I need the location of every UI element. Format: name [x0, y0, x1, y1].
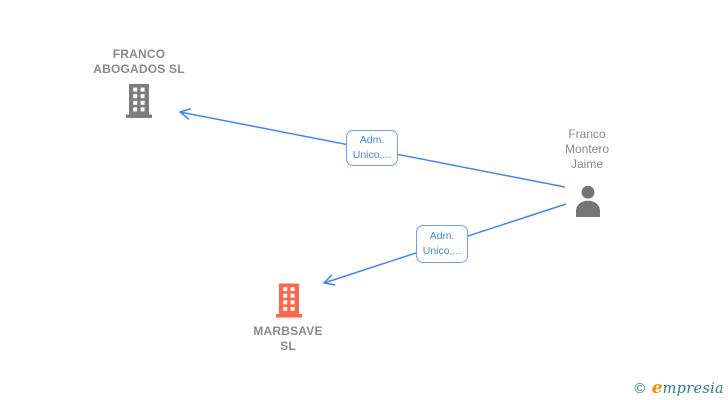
node-label-line: Montero	[564, 142, 610, 156]
empresia-logo-initial: e	[651, 378, 663, 398]
building-icon	[126, 84, 152, 118]
edge-label-line2: Unico,...	[352, 149, 392, 161]
node-label-marbsave: MARBSAVE SL	[208, 324, 368, 354]
edge-label-adm-unico-franco-abogados[interactable]: Adm. Unico,...	[346, 130, 398, 166]
node-label-line: MARBSAVE	[253, 324, 323, 338]
user-icon	[576, 185, 600, 217]
empresia-logo-text: mpresia	[662, 381, 724, 397]
edge-label-line1: Adm.	[429, 230, 455, 242]
building-icon	[276, 283, 302, 318]
node-label-franco-abogados: FRANCO ABOGADOS SL	[59, 47, 219, 77]
edge-label-line1: Adm.	[359, 134, 385, 146]
node-label-line: FRANCO	[112, 47, 166, 61]
copyright-icon: ©	[632, 381, 647, 397]
empresia-watermark: © empresia	[633, 378, 724, 398]
edge-label-adm-unico-marbsave[interactable]: Adm. Unico,...	[416, 225, 468, 263]
node-label-line: ABOGADOS SL	[93, 62, 185, 76]
node-label-line: SL	[280, 339, 296, 353]
node-label-franco-montero-jaime: Franco Montero Jaime	[507, 127, 667, 172]
edge-label-line2: Unico,...	[422, 245, 462, 257]
node-label-line: Jaime	[570, 157, 603, 171]
node-label-line: Franco	[568, 127, 606, 141]
